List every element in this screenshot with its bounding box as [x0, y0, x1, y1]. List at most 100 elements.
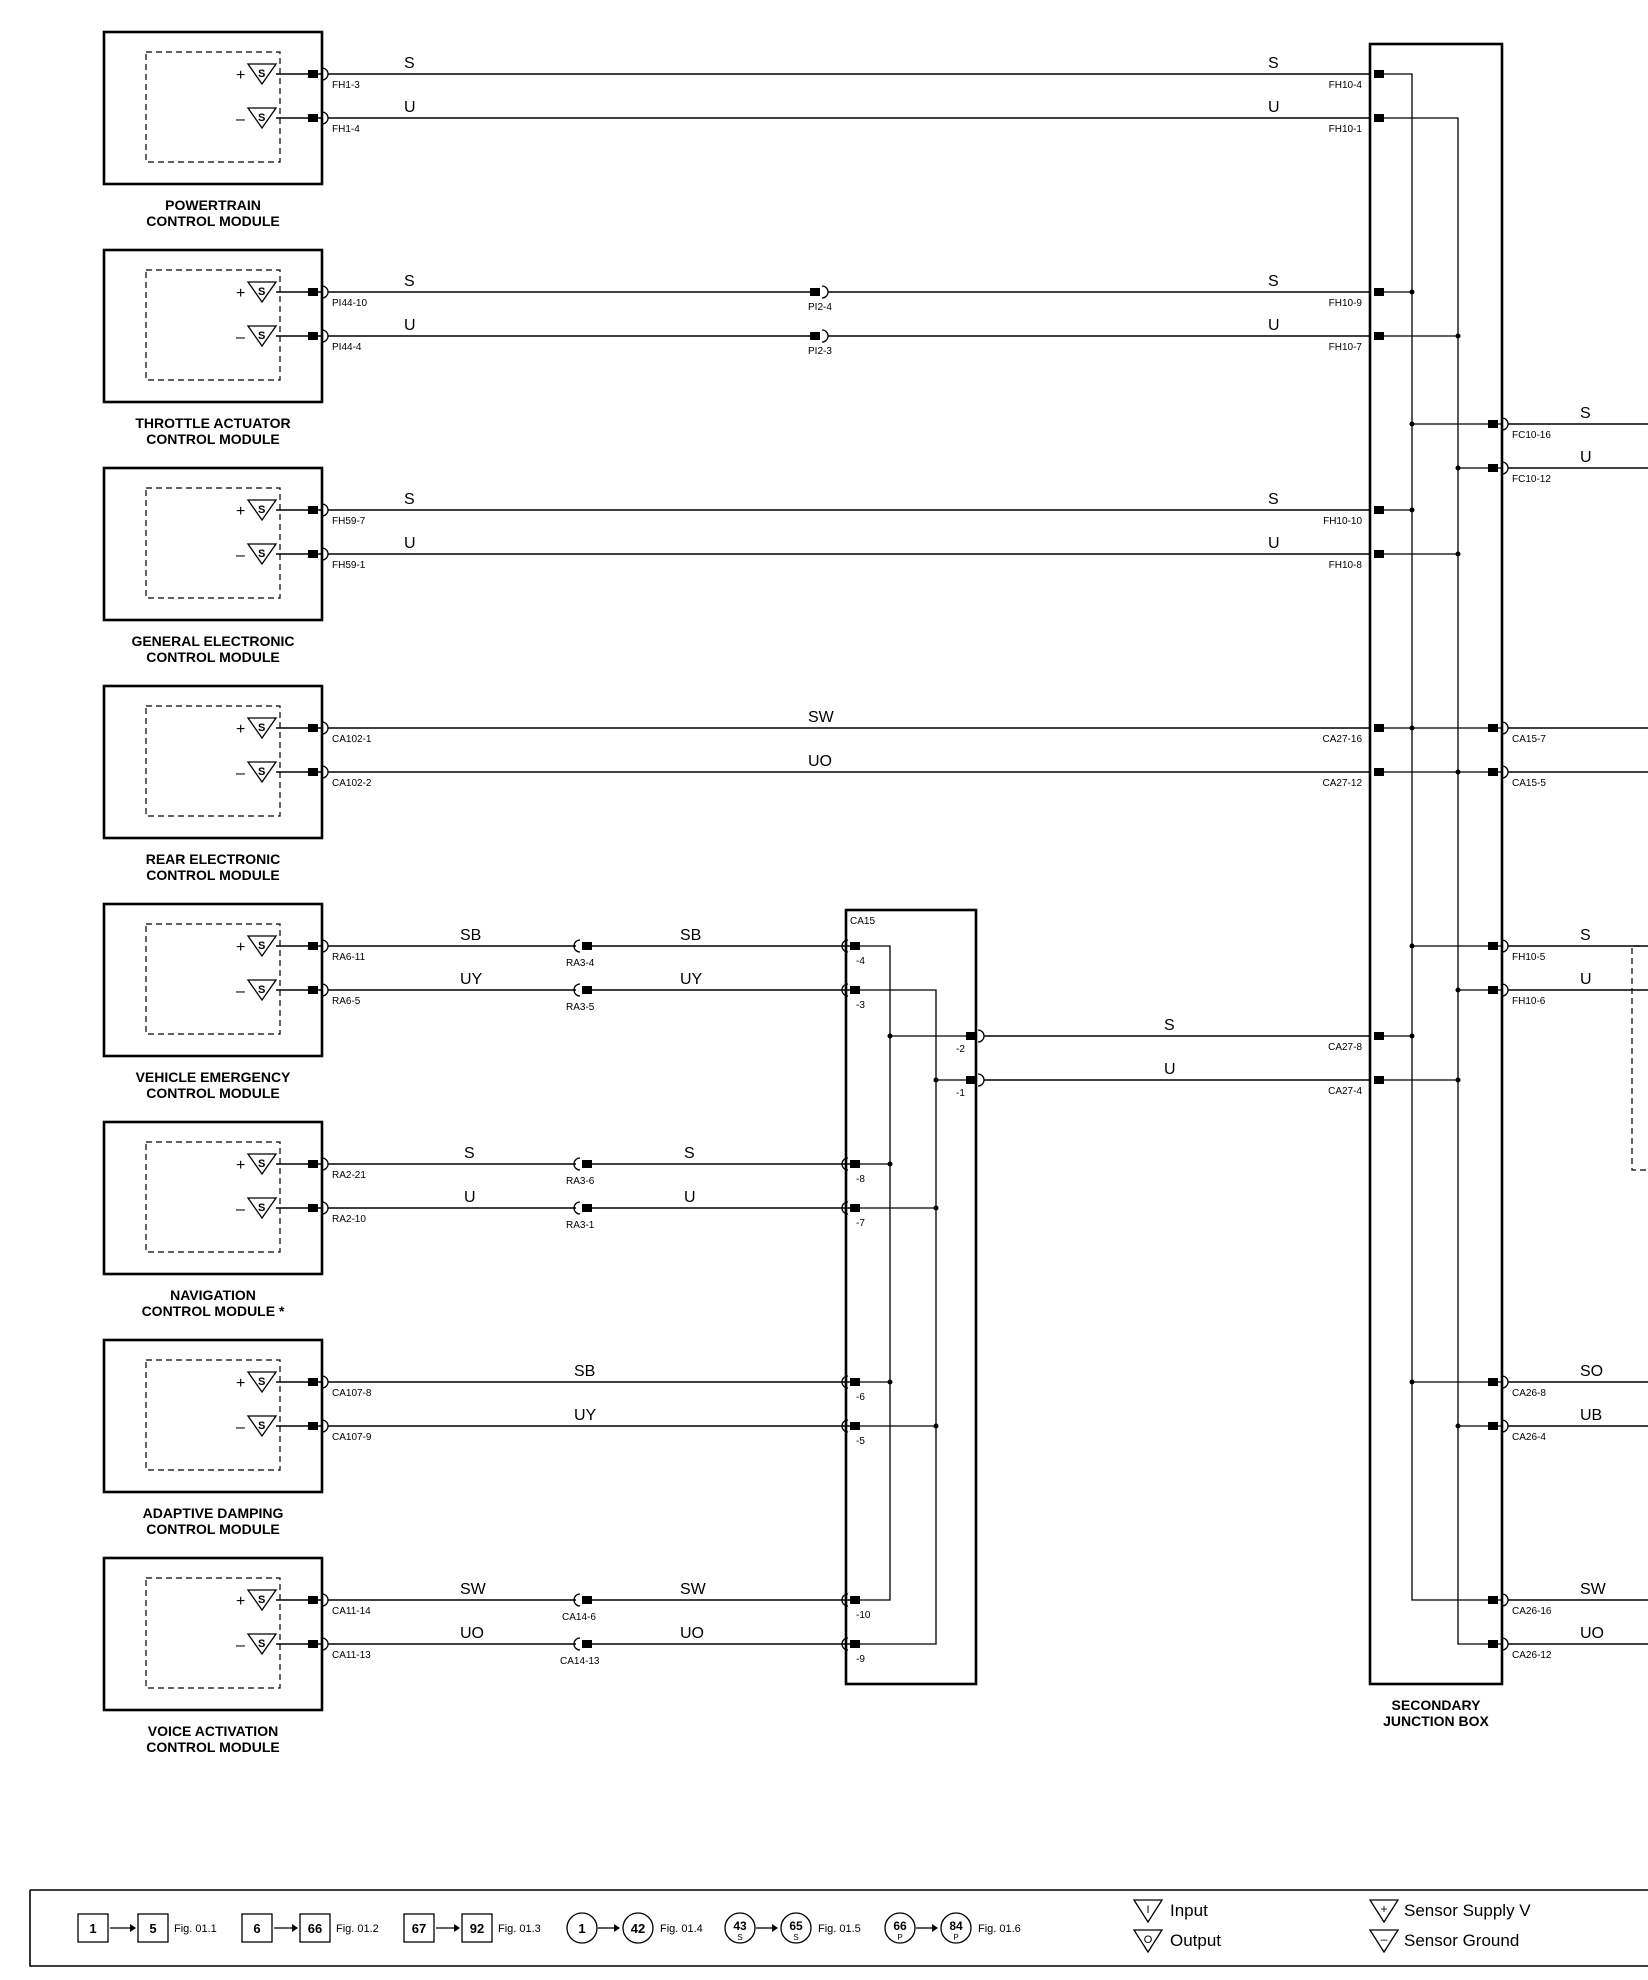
pin-label: FH1-3: [332, 80, 360, 91]
legend-ref-1[interactable]: 1 5 Fig. 01.1: [77, 1913, 217, 1943]
ref-from: 6: [253, 1921, 260, 1936]
ref-from: 66: [893, 1919, 907, 1933]
jb-pin: FH10-10: [1323, 516, 1362, 527]
wire-color: UO: [808, 753, 832, 770]
jb-internal-bus: [1384, 73, 1502, 1645]
sensor-input-icon: [246, 761, 278, 784]
module-rear-electronic[interactable]: + – REAR ELECTRONIC CONTROL MODULE: [102, 684, 324, 883]
legend-ref-2[interactable]: 6 66 Fig. 01.2: [241, 1913, 379, 1943]
wire-color: UB: [1580, 1407, 1602, 1424]
pin-label: FH59-7: [332, 516, 366, 527]
legend: 1 5 Fig. 01.1 6 66 Fig. 01.2 67 92 Fig. …: [29, 1889, 1648, 1967]
legend-ref-5[interactable]: 43 S 65 S Fig. 01.5: [724, 1912, 861, 1944]
ref-fig: Fig. 01.3: [498, 1923, 541, 1935]
sensor-input-icon: [246, 1371, 278, 1394]
legend-ref-3[interactable]: 67 92 Fig. 01.3: [403, 1913, 541, 1943]
module-name-line2: CONTROL MODULE: [146, 649, 280, 665]
minus-sign: –: [236, 547, 245, 564]
ref-fig: Fig. 01.4: [660, 1923, 703, 1935]
ref-sub: S: [793, 1933, 798, 1942]
wire-color: U: [1580, 971, 1592, 988]
wire-color: UO: [460, 1625, 484, 1642]
ca15-out-pin: -2: [956, 1044, 965, 1055]
svg-text:S: S: [258, 1376, 265, 1388]
ref-to: 92: [470, 1921, 484, 1936]
module-name-line2: CONTROL MODULE: [146, 1521, 280, 1537]
plus-sign: +: [236, 721, 245, 738]
ref-sub: S: [737, 1933, 742, 1942]
ref-from: 1: [89, 1921, 96, 1936]
module-voice-activation[interactable]: + – VOICE ACTIVATION CONTROL MODULE: [102, 1556, 324, 1755]
sensor-glyphs: SS SS SS SS SS SS SS SS: [258, 68, 265, 1650]
module-name-line1: VOICE ACTIVATION: [148, 1723, 278, 1739]
module-throttle-actuator[interactable]: + – THROTTLE ACTUATOR CONTROL MODULE: [102, 248, 324, 447]
output-glyph: O: [1144, 1934, 1153, 1946]
secondary-junction-box[interactable]: SECONDARY JUNCTION BOX: [1368, 42, 1504, 1729]
output-label: Output: [1170, 1931, 1221, 1950]
junction-box-name-line2: JUNCTION BOX: [1383, 1713, 1489, 1729]
pin-label: CA11-14: [332, 1606, 371, 1617]
wire-color: U: [1268, 99, 1280, 116]
jb-pin: CA27-4: [1328, 1086, 1362, 1097]
inline-pin-label: CA14-6: [562, 1612, 596, 1623]
sensor-input-icon: [246, 325, 278, 348]
wire-color: S: [1164, 1017, 1175, 1034]
sensor-supply-icon: [1368, 1899, 1400, 1924]
ref-from: 1: [578, 1921, 585, 1936]
wire-color: S: [1268, 491, 1279, 508]
module-name-line2: CONTROL MODULE: [146, 213, 280, 229]
plus-sign: +: [236, 1375, 245, 1392]
module-name-line1: ADAPTIVE DAMPING: [143, 1505, 284, 1521]
module-name-line1: POWERTRAIN: [165, 197, 261, 213]
ca15-pin: -6: [856, 1392, 865, 1403]
sensor-supply-label: Sensor Supply V: [1404, 1901, 1531, 1920]
minus-sign: –: [236, 1201, 245, 1218]
junction-box-name-line1: SECONDARY: [1392, 1697, 1482, 1713]
wire-color: S: [404, 491, 415, 508]
wire-color: S: [684, 1145, 695, 1162]
sensor-ground-icon: [1368, 1929, 1400, 1954]
legend-ref-6[interactable]: 66 P 84 P Fig. 01.6: [884, 1912, 1021, 1944]
module-vehicle-emergency[interactable]: + – VEHICLE EMERGENCY CONTROL MODULE: [102, 902, 324, 1101]
module-adaptive-damping[interactable]: + – ADAPTIVE DAMPING CONTROL MODULE: [102, 1338, 324, 1537]
sensor-input-icon: [246, 499, 278, 522]
module-name-line1: GENERAL ELECTRONIC: [131, 633, 294, 649]
svg-text:S: S: [258, 984, 265, 996]
jb-out-pin: CA26-8: [1512, 1388, 1546, 1399]
pin-label: FH59-1: [332, 560, 366, 571]
ca15-pin: -7: [856, 1218, 865, 1229]
pin-label: RA6-11: [332, 952, 366, 963]
wire-color: SB: [680, 927, 701, 944]
pin-label: CA102-1: [332, 734, 372, 745]
ca15-block[interactable]: CA15: [844, 908, 978, 1686]
module-general-electronic[interactable]: + – GENERAL ELECTRONIC CONTROL MODULE: [102, 466, 324, 665]
ca15-pin: -3: [856, 1000, 865, 1011]
svg-text:S: S: [258, 286, 265, 298]
inline-pin-label: RA3-6: [566, 1176, 595, 1187]
sensor-input-icon: [246, 281, 278, 304]
pin-label: RA2-21: [332, 1170, 366, 1181]
module-powertrain[interactable]: + – POWERTRAIN CONTROL MODULE: [102, 30, 324, 229]
plus-sign: +: [236, 67, 245, 84]
ref-to: 66: [308, 1921, 322, 1936]
ca15-pin: -9: [856, 1654, 865, 1665]
module-name-line1: NAVIGATION: [170, 1287, 256, 1303]
wire-color: U: [404, 99, 416, 116]
module-navigation[interactable]: + – NAVIGATION CONTROL MODULE *: [102, 1120, 324, 1319]
inline-pin-label: RA3-4: [566, 958, 595, 969]
jb-pin: FH10-4: [1329, 80, 1363, 91]
sensor-ground-label: Sensor Ground: [1404, 1931, 1519, 1950]
minus-sign: –: [236, 1419, 245, 1436]
legend-ref-4[interactable]: 1 42 Fig. 01.4: [566, 1912, 703, 1944]
sensor-input-icon: [246, 107, 278, 130]
pin-label: RA2-10: [332, 1214, 366, 1225]
ref-to: 5: [149, 1921, 156, 1936]
sensor-input-icon: [246, 935, 278, 958]
input-icon: [1132, 1899, 1164, 1924]
pin-label: CA11-13: [332, 1650, 371, 1661]
ca15-pin: -5: [856, 1436, 865, 1447]
svg-text:S: S: [258, 330, 265, 342]
legend-sensor-supply: + Sensor Supply V: [1368, 1899, 1531, 1924]
wire-color: SW: [1580, 1581, 1607, 1598]
ref-from: 67: [412, 1921, 426, 1936]
